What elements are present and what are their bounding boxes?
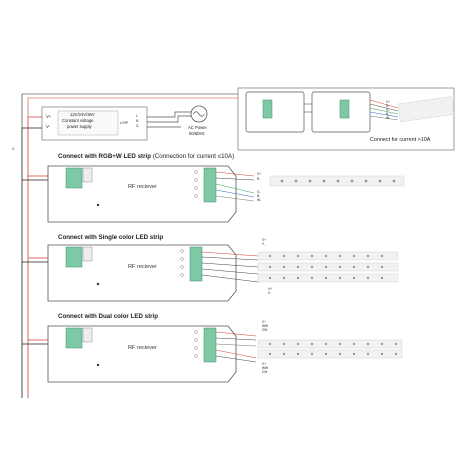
receiver-single [47,244,237,302]
receiver-rgbw [47,165,237,223]
high-current-tag-2: R- [386,104,390,108]
ac-power-label: AC Power [188,125,207,130]
single-tag-4: V- [268,291,272,295]
high-current-label: Connect for current >10A [370,137,431,143]
power-supply-out-minus: V- [46,124,50,129]
led-strips-single [257,251,399,283]
bus-v-plus [27,116,42,398]
power-supply-out-plus: V+ [46,114,52,119]
dual-tag-2: WW [262,324,269,328]
dual-tag-3: CW [262,328,268,332]
led-dots-rgbw [280,179,396,183]
ac-power-frequency: 50/60Hz [189,131,205,136]
receiver-dual [47,325,237,383]
receiver-label-dual: RF reciever [128,345,157,351]
bus-v-minus [21,127,42,398]
rgbw-tag-2: R- [257,177,261,181]
rgbw-tag-1: V+ [257,172,261,176]
led-dots-dual [268,342,398,356]
section-title-dual: Connect with Dual color LED strip [58,313,158,320]
power-supply-name-1: 12V/24V/36V [70,112,95,117]
power-supply-in-label: LYHP [120,121,129,125]
dual-tag-6: CW [262,370,268,374]
power-supply-name-2: Constant voltage [62,118,94,123]
section-title-rgbw-sub: (Connection for current ≤10A) [151,153,235,160]
rgbw-tag-5: W- [257,198,262,202]
high-current-tag-1: V+ [386,100,390,104]
power-supply-term-n: N [136,119,139,123]
high-current-tag-5: W- [386,116,391,120]
high-current-receiver-a [245,91,305,133]
single-tag-2: V- [262,242,266,246]
power-supply-term-g: G [136,124,139,128]
receiver-label-rgbw: RF reciever [128,184,157,190]
led-dots-single [268,254,384,280]
dual-tag-5: WW [262,366,269,370]
receiver-label-single: RF reciever [128,264,157,270]
power-supply-name-3: power supply [67,124,92,129]
high-current-tag-4: B- [386,112,390,116]
section-title-single: Connect with Single color LED strip [58,234,163,241]
high-current-tag-3: G- [386,108,390,112]
single-tag-3: V+ [268,287,272,291]
high-current-led-strip [397,96,455,123]
section-title-rgbw-main: Connect with RGB+W LED strip [58,153,151,160]
bus-v-label: V- [12,147,16,151]
dual-tag-4: V+ [262,362,266,366]
section-title-rgbw: Connect with RGB+W LED strip (Connection… [58,153,234,160]
rgbw-tag-3: G- [257,190,261,194]
led-strips-dual [257,339,403,359]
power-supply-term-l: L [136,114,138,118]
single-tag-1: V+ [262,238,266,242]
section-title-single-main: Connect with Single color LED strip [58,234,164,241]
power-supply-inner [57,110,119,136]
section-title-dual-main: Connect with Dual color LED strip [58,313,159,320]
dual-tag-1: V+ [262,320,266,324]
rgbw-tag-4: B- [257,194,261,198]
